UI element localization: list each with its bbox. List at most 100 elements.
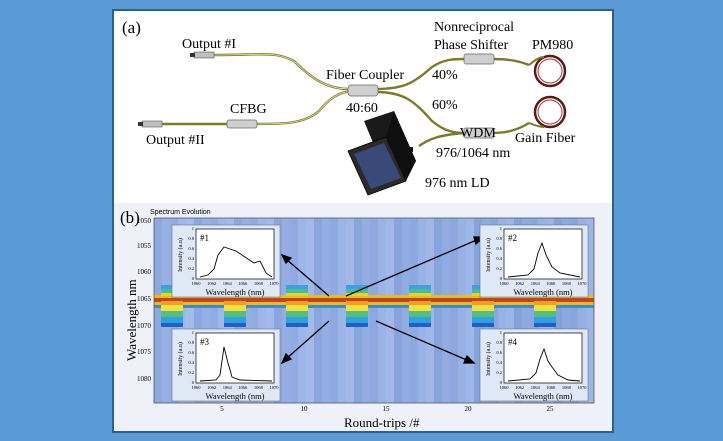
texture-stripe (338, 218, 346, 403)
x-tick-label: 25 (547, 405, 555, 413)
x-tick-label: 10 (301, 405, 309, 413)
texture-stripe (522, 218, 530, 403)
pm980-label: PM980 (532, 38, 573, 53)
panel-b-label: (b) (120, 208, 140, 227)
output-2-connector (138, 120, 229, 128)
inset-x-tick: 1066 (238, 385, 248, 390)
output-1-connector (190, 51, 215, 59)
inset-xlabel: Wavelength (nm) (513, 287, 572, 297)
texture-stripe (202, 218, 210, 403)
pulse-blob (224, 323, 246, 327)
phase-shifter-label-2: Phase Shifter (434, 38, 509, 53)
y-tick-label: 1065 (137, 295, 152, 303)
inset-x-tick: 1062 (515, 385, 524, 390)
inset-y-tick: 0.8 (496, 236, 502, 241)
pulse-blob (409, 293, 431, 296)
inset-x-tick: 1064 (223, 281, 233, 286)
inset-xlabel: Wavelength (nm) (205, 287, 264, 297)
texture-stripe (586, 218, 594, 403)
pulse-blob (161, 317, 183, 323)
pulse-blob (161, 305, 183, 311)
pulse-blob (409, 317, 431, 323)
coupler-ratio-label: 40:60 (346, 101, 378, 116)
x-tick-label: 20 (465, 405, 473, 413)
inset-x-tick: 1062 (207, 385, 216, 390)
y-tick-label: 1060 (137, 268, 152, 276)
x-tick-label: 5 (220, 405, 224, 413)
pulse-blob (286, 323, 308, 327)
inset-y-tick: 0.6 (188, 350, 194, 355)
pulse-blob (409, 305, 431, 311)
inset-y-tick: 1 (192, 330, 194, 335)
inset-x-tick: 1070 (270, 385, 280, 390)
pulse-blob (472, 305, 494, 311)
texture-stripe (506, 218, 514, 403)
texture-stripe (154, 218, 162, 403)
figure-canvas: (a) (114, 11, 612, 431)
gain-fiber-coil (533, 95, 567, 129)
port-60-label: 60% (432, 98, 458, 113)
pulse-blob (472, 323, 494, 327)
x-axis: 5 10 15 20 25 Round-trips /# (220, 405, 554, 430)
texture-stripe (210, 218, 218, 403)
inset-xlabel: Wavelength (nm) (513, 391, 572, 401)
texture-stripe (250, 218, 258, 403)
y-tick-label: 1055 (137, 242, 152, 250)
texture-stripe (322, 218, 330, 403)
port-40-label: 40% (432, 68, 458, 83)
inset-x-tick: 1068 (254, 281, 264, 286)
pulse-blob (534, 305, 556, 311)
inset-xlabel: Wavelength (nm) (205, 391, 264, 401)
inset-x-tick: 1068 (562, 385, 572, 390)
texture-stripe (386, 218, 394, 403)
fiber-coupler-component (347, 84, 379, 97)
inset-x-tick: 1060 (192, 281, 202, 286)
pulse-blob (409, 301, 431, 305)
inset-y-tick: 0.2 (496, 266, 502, 271)
inset-ylabel: Intensity (a.u) (485, 238, 492, 272)
inset-ylabel: Intensity (a.u) (485, 342, 492, 376)
coupler-label: Fiber Coupler (326, 68, 404, 83)
inset-x-tick: 1066 (546, 385, 556, 390)
pulse-blob (409, 311, 431, 317)
y-tick-label: 1070 (137, 322, 152, 330)
texture-stripe (370, 218, 378, 403)
pulse-blob (472, 311, 494, 317)
inset-y-tick: 0.6 (496, 350, 502, 355)
pulse-blob (534, 301, 556, 305)
pulse-blob (224, 317, 246, 323)
inset-x-tick: 1064 (223, 385, 233, 390)
inset-x-tick: 1062 (207, 281, 216, 286)
inset-y-tick: 0 (192, 380, 195, 385)
inset-y-tick: 0.8 (188, 340, 194, 345)
inset-x-tick: 1068 (254, 385, 264, 390)
pulse-blob (346, 311, 368, 317)
inset-y-tick: 0.2 (188, 266, 194, 271)
phase-shifter-label-1: Nonreciprocal (434, 20, 514, 35)
texture-stripe (562, 218, 570, 403)
inset-x-tick: 1064 (531, 385, 541, 390)
inset-y-tick: 1 (500, 330, 502, 335)
inset-axes (195, 332, 275, 384)
pulse-blob (224, 311, 246, 317)
inset-y-tick: 0 (500, 276, 503, 281)
pulse-blob (286, 311, 308, 317)
texture-stripe (442, 218, 450, 403)
texture-stripe (378, 218, 386, 403)
inset-curve (199, 246, 273, 278)
inset-curve (507, 241, 581, 278)
pulse-blob (286, 293, 308, 296)
pulse-blob (224, 301, 246, 305)
pulse-blob (286, 305, 308, 311)
inset-tag: #2 (508, 233, 517, 243)
y-tick-label: 1050 (137, 217, 152, 225)
inset-x-tick: 1066 (546, 281, 556, 286)
inset-y-tick: 0.4 (188, 360, 194, 365)
inset-y-tick: 0.2 (188, 370, 194, 375)
laser-diode (347, 111, 416, 196)
inset-axes (503, 228, 583, 280)
texture-stripe (466, 218, 474, 403)
